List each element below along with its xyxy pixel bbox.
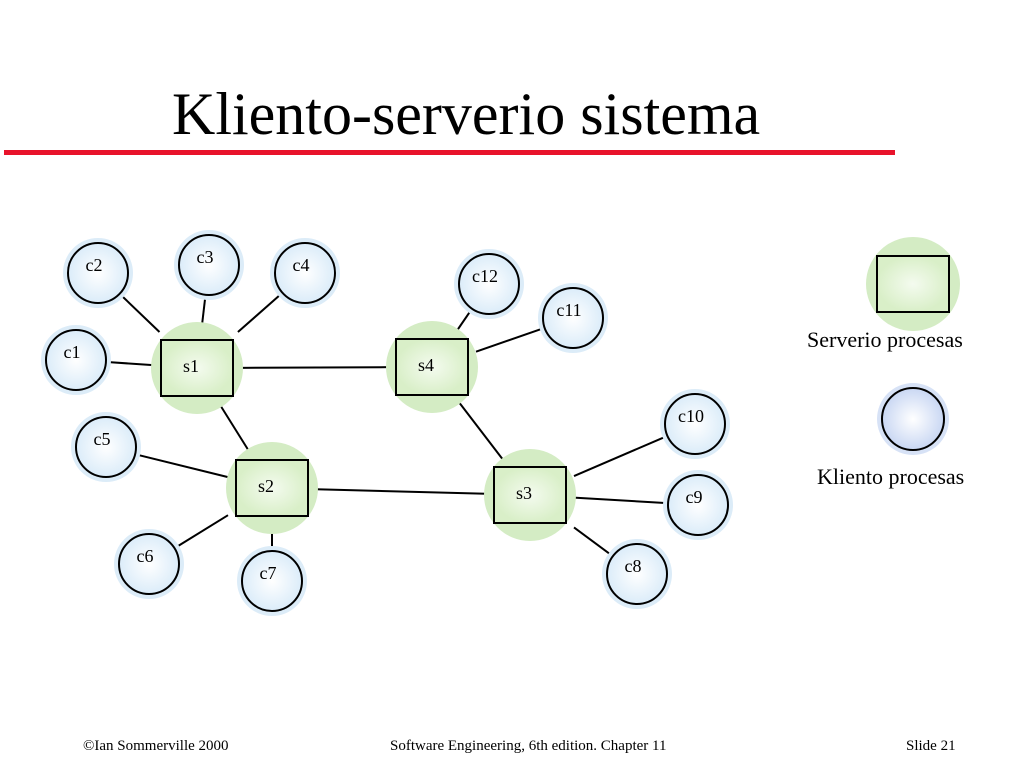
server-box xyxy=(235,459,309,517)
server-box xyxy=(395,338,469,396)
client-label: c12 xyxy=(472,266,498,286)
link-s2-c6 xyxy=(176,514,229,548)
client-node-c3: c3 xyxy=(174,230,244,300)
link-s1-c1 xyxy=(108,361,154,367)
link-s3-c8 xyxy=(573,526,612,556)
client-node-c8: c8 xyxy=(602,539,672,609)
client-label: c11 xyxy=(556,300,581,320)
client-label: c4 xyxy=(293,255,310,275)
link-s2-c5 xyxy=(137,453,229,479)
connection-lines xyxy=(108,294,666,556)
nodes: s1 s2 s3 s4 c1 c2 c3 c4 c5 c6 c7 c8 c9 c10 c11 c12 xyxy=(41,230,733,616)
server-box xyxy=(493,466,567,524)
legend-symbols xyxy=(866,237,960,455)
slide-title: Kliento-serverio sistema xyxy=(172,81,761,147)
footer-slide-number: Slide 21 xyxy=(906,738,956,754)
client-node-c7: c7 xyxy=(237,546,307,616)
link-s1-c2 xyxy=(121,295,161,333)
client-node-c2: c2 xyxy=(63,238,133,308)
link-s3-c9 xyxy=(573,496,666,505)
client-node-c6: c6 xyxy=(114,529,184,599)
client-circle xyxy=(458,253,520,315)
server-node-s3: s3 xyxy=(484,449,576,541)
client-circle xyxy=(118,533,180,595)
client-label: c7 xyxy=(260,563,277,583)
title-divider xyxy=(4,150,895,155)
link-s1-s2 xyxy=(218,403,251,453)
link-s1-c4 xyxy=(237,294,281,333)
client-circle xyxy=(67,242,129,304)
client-node-c5: c5 xyxy=(71,412,141,482)
client-node-c4: c4 xyxy=(270,238,340,308)
client-circle xyxy=(45,329,107,391)
client-circle xyxy=(664,393,726,455)
client-node-c11: c11 xyxy=(538,283,608,353)
client-label: c1 xyxy=(64,342,81,362)
client-label: c3 xyxy=(197,247,214,267)
server-node-s2: s2 xyxy=(226,442,318,534)
client-label: c10 xyxy=(678,406,704,426)
link-s1-s4 xyxy=(240,366,389,369)
client-circle xyxy=(542,287,604,349)
footer-copyright: ©Ian Sommerville 2000 xyxy=(83,738,229,754)
link-s3-c10 xyxy=(573,436,666,477)
client-circle xyxy=(178,234,240,296)
server-box xyxy=(160,339,234,397)
client-label: c2 xyxy=(86,255,103,275)
legend-server-symbol xyxy=(866,237,960,331)
client-label: c8 xyxy=(625,556,642,576)
client-node-c9: c9 xyxy=(663,470,733,540)
client-circle xyxy=(274,242,336,304)
server-node-s4: s4 xyxy=(386,321,478,413)
client-circle xyxy=(667,474,729,536)
client-node-c10: c10 xyxy=(660,389,730,459)
link-s2-s3 xyxy=(315,488,487,495)
footer-book: Software Engineering, 6th edition. Chapt… xyxy=(390,738,667,754)
client-label: c6 xyxy=(137,546,154,566)
legend-client-symbol xyxy=(877,383,949,455)
server-label: s4 xyxy=(418,355,434,375)
link-s4-c12 xyxy=(455,310,472,332)
client-circle xyxy=(75,416,137,478)
client-node-c12: c12 xyxy=(454,249,524,319)
server-label: s1 xyxy=(183,356,199,376)
link-s4-c11 xyxy=(475,327,543,353)
server-node-s1: s1 xyxy=(151,322,243,414)
legend-client-label: Kliento procesas xyxy=(817,464,965,489)
server-label: s2 xyxy=(258,476,274,496)
client-circle xyxy=(241,550,303,612)
server-label: s3 xyxy=(516,483,532,503)
client-label: c9 xyxy=(686,487,703,507)
legend-server-label: Serverio procesas xyxy=(807,327,963,352)
client-label: c5 xyxy=(94,429,111,449)
client-circle xyxy=(606,543,668,605)
client-node-c1: c1 xyxy=(41,325,111,395)
link-s4-s3 xyxy=(458,402,504,460)
